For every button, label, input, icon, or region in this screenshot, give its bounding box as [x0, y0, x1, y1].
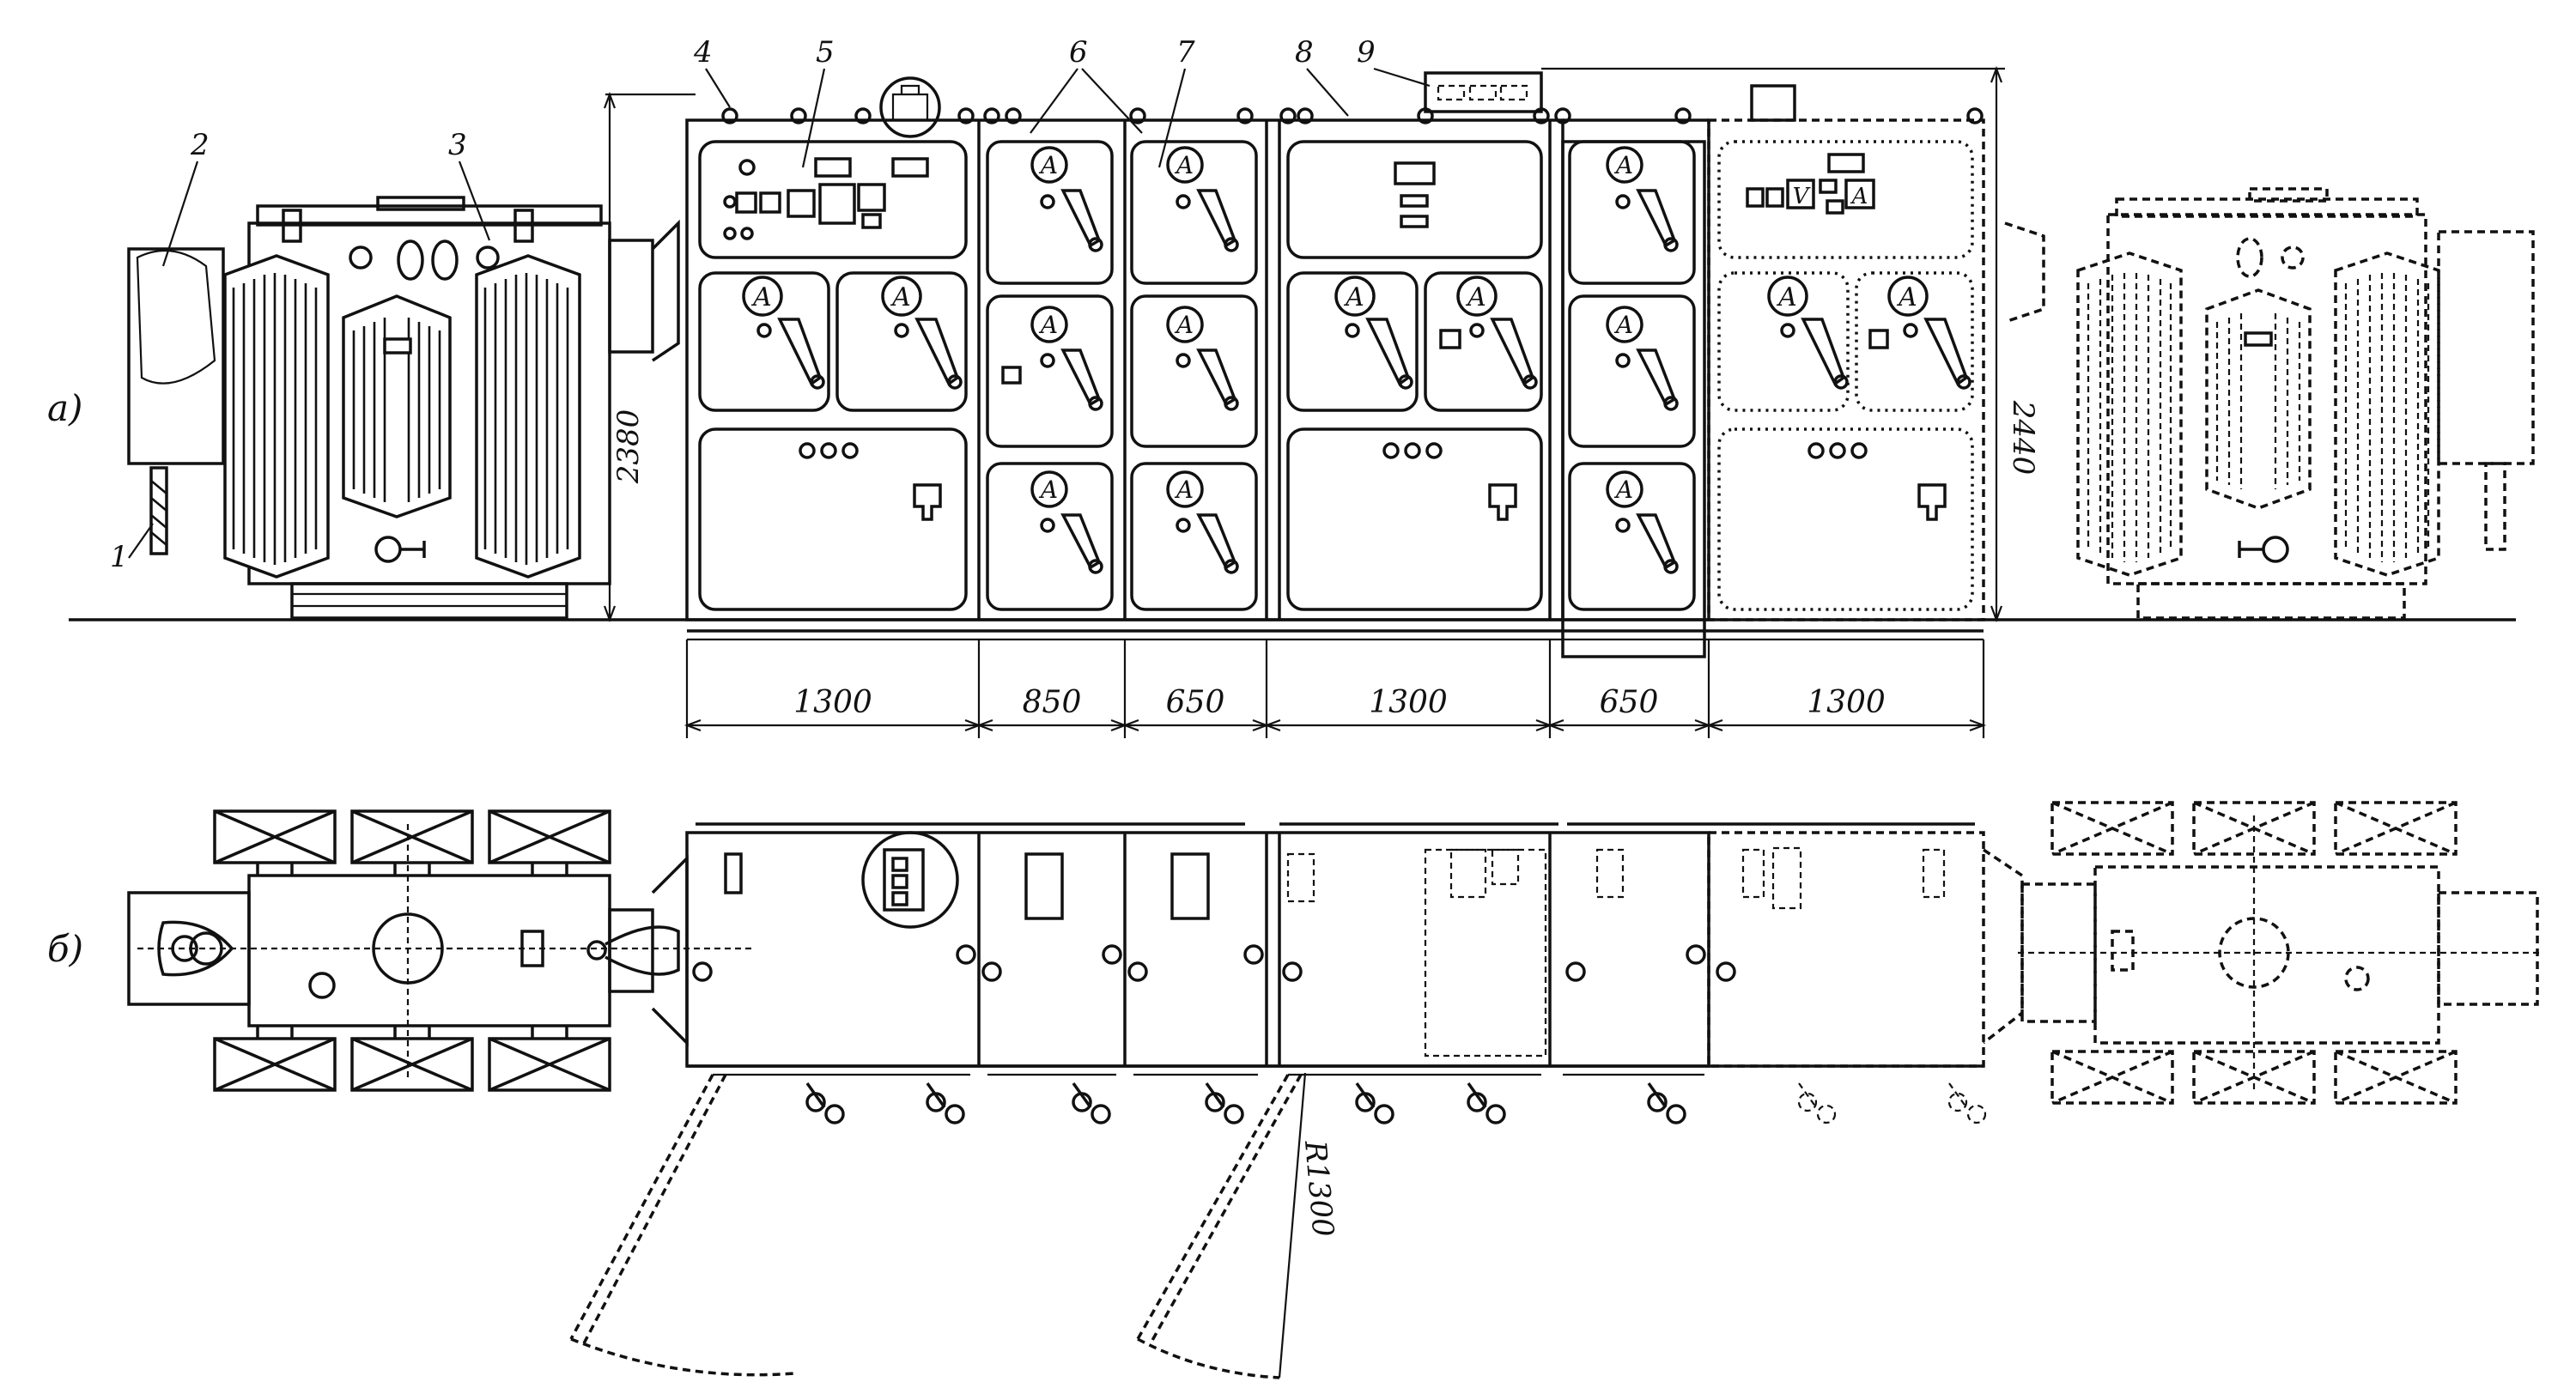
- ammeter-label: A: [1343, 282, 1364, 312]
- cabinet-1: A A: [698, 140, 968, 611]
- callout-9: 9: [1357, 35, 1376, 70]
- cable-entry: [149, 466, 168, 555]
- ammeter-label: A: [1174, 311, 1194, 339]
- voltmeter-label: V: [1793, 184, 1811, 209]
- switchgear-solid: A A A A A: [685, 67, 1984, 658]
- callouts: 1 2 3 4 5 6 7 8 9: [110, 35, 1431, 574]
- cabinet-6-future: V A A A: [1707, 84, 1985, 621]
- ammeter-label: A: [1038, 151, 1058, 179]
- callout-3: 3: [448, 128, 467, 162]
- radiator-middle: [342, 294, 452, 518]
- width-dim-5: 650: [1600, 685, 1659, 720]
- callout-4: 4: [693, 35, 713, 70]
- transformer-base: [290, 582, 568, 620]
- width-dim-6: 1300: [1807, 685, 1886, 720]
- tank-cover: [256, 204, 603, 227]
- callout-7: 7: [1176, 35, 1195, 70]
- left-transformer: [127, 196, 680, 620]
- callout-8: 8: [1295, 35, 1314, 70]
- right-transformer-future: [2004, 187, 2535, 620]
- width-dim-1: 1300: [793, 685, 872, 720]
- left-transformer-plan: [127, 809, 756, 1092]
- cable-sealing-end: [879, 76, 941, 138]
- callout-5: 5: [816, 35, 835, 70]
- radiator-right: [475, 254, 581, 579]
- hv-terminal-box: [127, 247, 225, 465]
- ammeter-label: A: [750, 282, 772, 312]
- front-view: 2380: [47, 35, 2535, 738]
- cabinet-4: A A: [1286, 140, 1543, 611]
- ammeter-label: A: [1174, 151, 1194, 179]
- cabinet-2: A A A: [986, 140, 1114, 611]
- bushing-cover: [136, 249, 216, 385]
- height-dimension-left: 2380: [603, 91, 696, 623]
- right-transformer-plan-future: [1982, 801, 2542, 1105]
- view-label-a: а): [47, 387, 82, 429]
- callout-2: 2: [190, 128, 210, 162]
- bus-coupling-duct: [608, 239, 654, 354]
- width-dim-3: 650: [1166, 685, 1225, 720]
- dimension-r1300: R1300: [1297, 1138, 1340, 1238]
- height-dimension-right: 2440: [1984, 65, 2040, 623]
- callout-1: 1: [110, 540, 129, 574]
- ammeter-label: A: [1465, 282, 1486, 312]
- switchgear-plan: R1300: [569, 822, 1984, 1379]
- callout-6: 6: [1069, 35, 1088, 70]
- dimension-2440: 2440: [2006, 400, 2040, 476]
- ammeter-label: A: [1613, 476, 1633, 504]
- cabinet-5: A A A: [1561, 140, 1706, 658]
- cabinet-6-plan-future: [1707, 831, 1987, 1124]
- width-dim-4: 1300: [1369, 685, 1448, 720]
- width-dim-2: 850: [1023, 685, 1082, 720]
- cabinet-3: A A A: [1130, 140, 1258, 611]
- radiator-left: [223, 254, 330, 579]
- ammeter-label: A: [1850, 184, 1868, 209]
- dimension-2380: 2380: [611, 409, 646, 485]
- ammeter-label: A: [1613, 151, 1633, 179]
- ammeter-label: A: [1613, 311, 1633, 339]
- ammeter-label: A: [1038, 311, 1058, 339]
- ammeter-label: A: [1038, 476, 1058, 504]
- ammeter-label: A: [1776, 282, 1797, 312]
- width-dimensions: 1300 850 650 1300 650 1300: [683, 639, 1987, 738]
- ammeter-label: A: [890, 282, 911, 312]
- plan-view: б): [47, 801, 2542, 1379]
- ammeter-label: A: [1174, 476, 1194, 504]
- view-label-b: б): [47, 928, 83, 970]
- door-swing: [569, 1074, 1303, 1379]
- busbar-bridge: [1424, 71, 1543, 113]
- ammeter-label: A: [1896, 282, 1917, 312]
